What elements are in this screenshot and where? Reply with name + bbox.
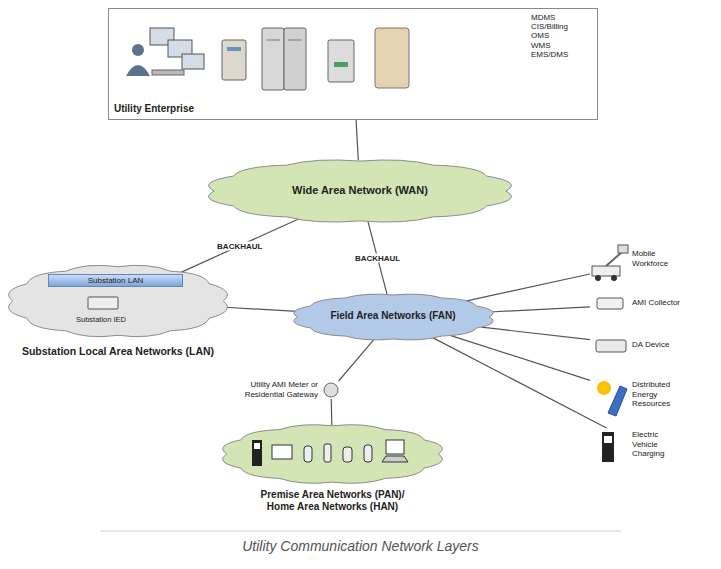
solar-icon xyxy=(597,381,627,416)
device-label: Distributed Energy Resources xyxy=(632,380,684,409)
premise-cloud: Premise Area Networks (PAN)/ Home Area N… xyxy=(215,422,450,518)
caption-rule xyxy=(100,531,621,532)
bucket-truck-icon xyxy=(592,245,628,281)
network-link xyxy=(490,307,590,312)
server-icons xyxy=(222,28,409,90)
network-link xyxy=(356,120,358,160)
network-link xyxy=(181,219,299,272)
bar-label: Substation LAN xyxy=(49,276,182,286)
field-device: Mobile Workforce xyxy=(590,243,700,281)
device-label: AMI Collector xyxy=(632,298,698,308)
layer-title: Utility Enterprise xyxy=(114,103,194,115)
network-link xyxy=(331,399,333,425)
enterprise-box: MDMS CIS/Billing OMS WMS EMS/DMS Utility … xyxy=(108,8,598,120)
system-list: MDMS CIS/Billing OMS WMS EMS/DMS xyxy=(531,13,581,59)
network-name: Field Area Networks (FAN) xyxy=(287,310,500,322)
network-name: Premise Area Networks (PAN)/ Home Area N… xyxy=(248,489,418,513)
device-label: Mobile Workforce xyxy=(632,249,687,268)
network-name: Wide Area Network (WAN) xyxy=(198,184,522,197)
network-link xyxy=(464,274,590,301)
home-device-icons xyxy=(252,440,408,466)
ev-charger-icon xyxy=(602,432,614,462)
ied-device: Substation IED xyxy=(61,296,141,326)
network-link xyxy=(481,327,590,340)
network-name: Substation Local Area Networks (LAN) xyxy=(1,345,235,358)
wan-cloud: Wide Area Network (WAN) xyxy=(198,157,522,225)
network-link xyxy=(225,307,297,311)
field-device: AMI Collector xyxy=(590,295,700,313)
device-label: Electric Vehicle Charging xyxy=(632,430,684,459)
meter-gateway: Utility AMI Meter or Residential Gateway xyxy=(322,381,340,399)
fan-cloud: Field Area Networks (FAN) xyxy=(287,292,500,342)
field-device: Distributed Energy Resources xyxy=(590,378,700,418)
link-label: BACKHAUL xyxy=(215,241,264,250)
field-device: Electric Vehicle Charging xyxy=(590,428,700,468)
meter-icon xyxy=(324,383,338,397)
field-device: DA Device xyxy=(590,337,700,355)
network-link xyxy=(339,339,375,381)
link-label: BACKHAUL xyxy=(353,254,402,263)
operator-workstation xyxy=(126,28,204,76)
da-device-icon xyxy=(596,340,626,352)
substation-cloud: Substation Local Area Networks (LAN) Subs… xyxy=(1,262,235,362)
network-link xyxy=(433,338,607,428)
cloud-outline xyxy=(215,422,450,486)
figure-caption: Utility Communication Network Layers xyxy=(0,538,721,554)
collector-icon xyxy=(597,298,623,309)
lan-bar: Substation LAN xyxy=(48,274,183,287)
ied-icon xyxy=(88,297,118,309)
device-label: Utility AMI Meter or Residential Gateway xyxy=(224,380,318,399)
device-label: DA Device xyxy=(632,340,698,350)
device-label: Substation IED xyxy=(61,315,141,324)
